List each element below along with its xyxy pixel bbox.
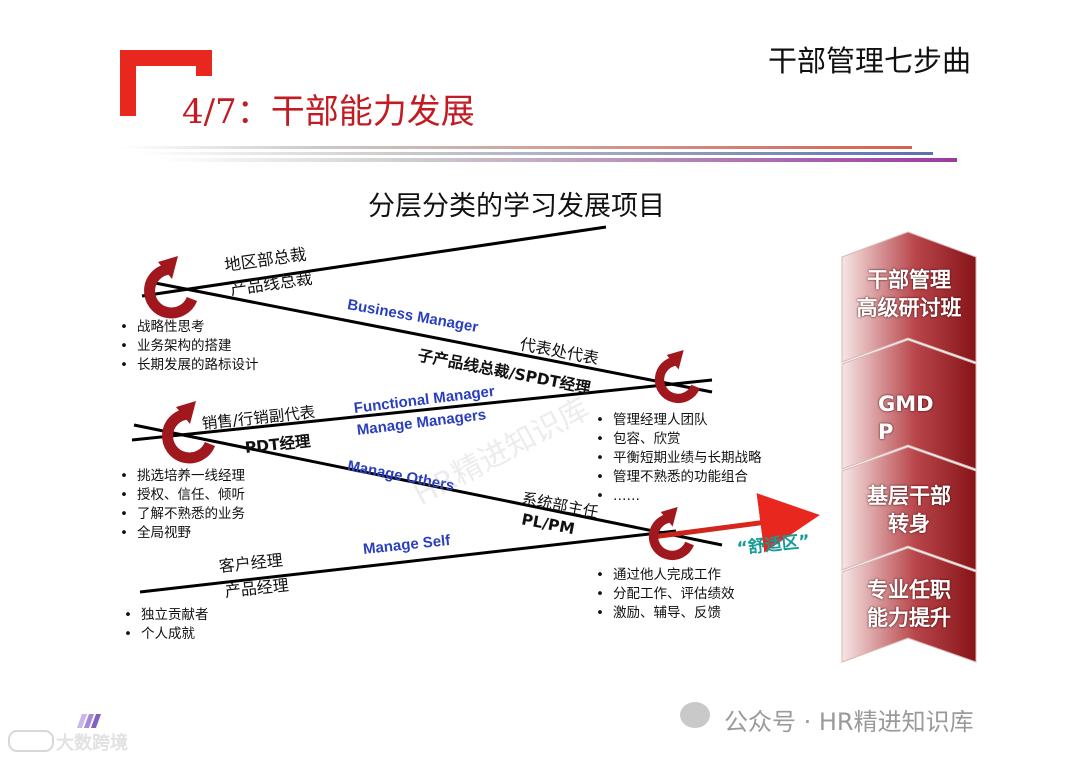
- list-item: 分配工作、评估绩效: [596, 585, 735, 604]
- step-shape: [841, 446, 977, 571]
- career-line: [131, 378, 713, 442]
- bullet-list-others: 通过他人完成工作 分配工作、评估绩效 激励、辅导、反馈: [596, 566, 735, 623]
- page-title: 4/7：干部能力发展: [182, 92, 475, 132]
- list-item: 全局视野: [120, 524, 245, 543]
- wechat-icon: [680, 702, 710, 728]
- list-item: 激励、辅导、反馈: [596, 604, 734, 623]
- list-item: 独立贡献者: [124, 606, 209, 625]
- list-item: 管理经理人团队: [596, 411, 761, 430]
- diagram-title: 分层分类的学习发展项目: [368, 191, 665, 222]
- step-first-line-transition: 基层干部 转身: [842, 482, 976, 552]
- step-label: 干部管理 高级研讨班: [856, 268, 962, 320]
- title-bracket-side: [120, 50, 136, 116]
- series-title: 干部管理七步曲: [768, 44, 972, 78]
- career-line: [141, 225, 607, 298]
- bullet-list-managers: 管理经理人团队 包容、欣赏 平衡短期业绩与长期战略 管理不熟悉的功能组合 ……: [596, 411, 762, 506]
- step-graduate-seminar: 干部管理 高级研讨班: [842, 266, 976, 336]
- list-item: 平衡短期业绩与长期战略: [596, 449, 762, 468]
- comfort-zone-arrow: [651, 493, 820, 553]
- header-rule: [120, 146, 912, 149]
- title-bracket: [120, 50, 212, 66]
- bullet-list-first-line: 挑选培养一线经理 授权、信任、倾听 了解不熟悉的业务 全局视野: [120, 467, 245, 543]
- step-gmdp: GMD P: [842, 390, 976, 460]
- career-line: [139, 529, 677, 594]
- list-item: ……: [596, 487, 761, 506]
- list-item: 挑选培养一线经理: [120, 467, 245, 486]
- list-item: 战略性思考: [120, 318, 258, 337]
- header-rule: [160, 158, 957, 162]
- list-item: 通过他人完成工作: [596, 566, 734, 585]
- cycle-arrow-icon: [659, 350, 695, 398]
- step-shape: [841, 231, 977, 363]
- header-rule: [140, 152, 933, 155]
- step-shape: [841, 547, 977, 663]
- corner-logo-icon: [76, 714, 101, 728]
- list-item: 业务架构的搭建: [120, 337, 258, 356]
- list-item: 了解不熟悉的业务: [120, 505, 245, 524]
- brand-watermark: 公众号 · HR精进知识库: [724, 708, 974, 736]
- corner-watermark: 大数跨境: [56, 733, 128, 754]
- list-item: 管理不熟悉的功能组合: [596, 468, 761, 487]
- step-label: GMD P: [878, 392, 934, 444]
- career-line: [133, 423, 723, 547]
- list-item: 包容、欣赏: [596, 430, 761, 449]
- step-shape: [841, 339, 977, 470]
- title-bracket-tick: [196, 50, 212, 76]
- corner-watermark-icon: [8, 730, 54, 752]
- list-item: 个人成就: [124, 625, 208, 644]
- list-item: 授权、信任、倾听: [120, 486, 245, 505]
- career-line: [149, 280, 713, 394]
- cycle-arrow-icon: [150, 256, 192, 313]
- step-label: 基层干部 转身: [867, 484, 951, 536]
- bullet-list-self: 独立贡献者 个人成就: [124, 606, 209, 644]
- step-professional-capability: 专业任职 能力提升: [842, 576, 976, 646]
- list-item: 长期发展的路标设计: [120, 356, 259, 375]
- bullet-list-strategic: 战略性思考 业务架构的搭建 长期发展的路标设计: [120, 318, 259, 375]
- step-label: 专业任职 能力提升: [867, 578, 951, 630]
